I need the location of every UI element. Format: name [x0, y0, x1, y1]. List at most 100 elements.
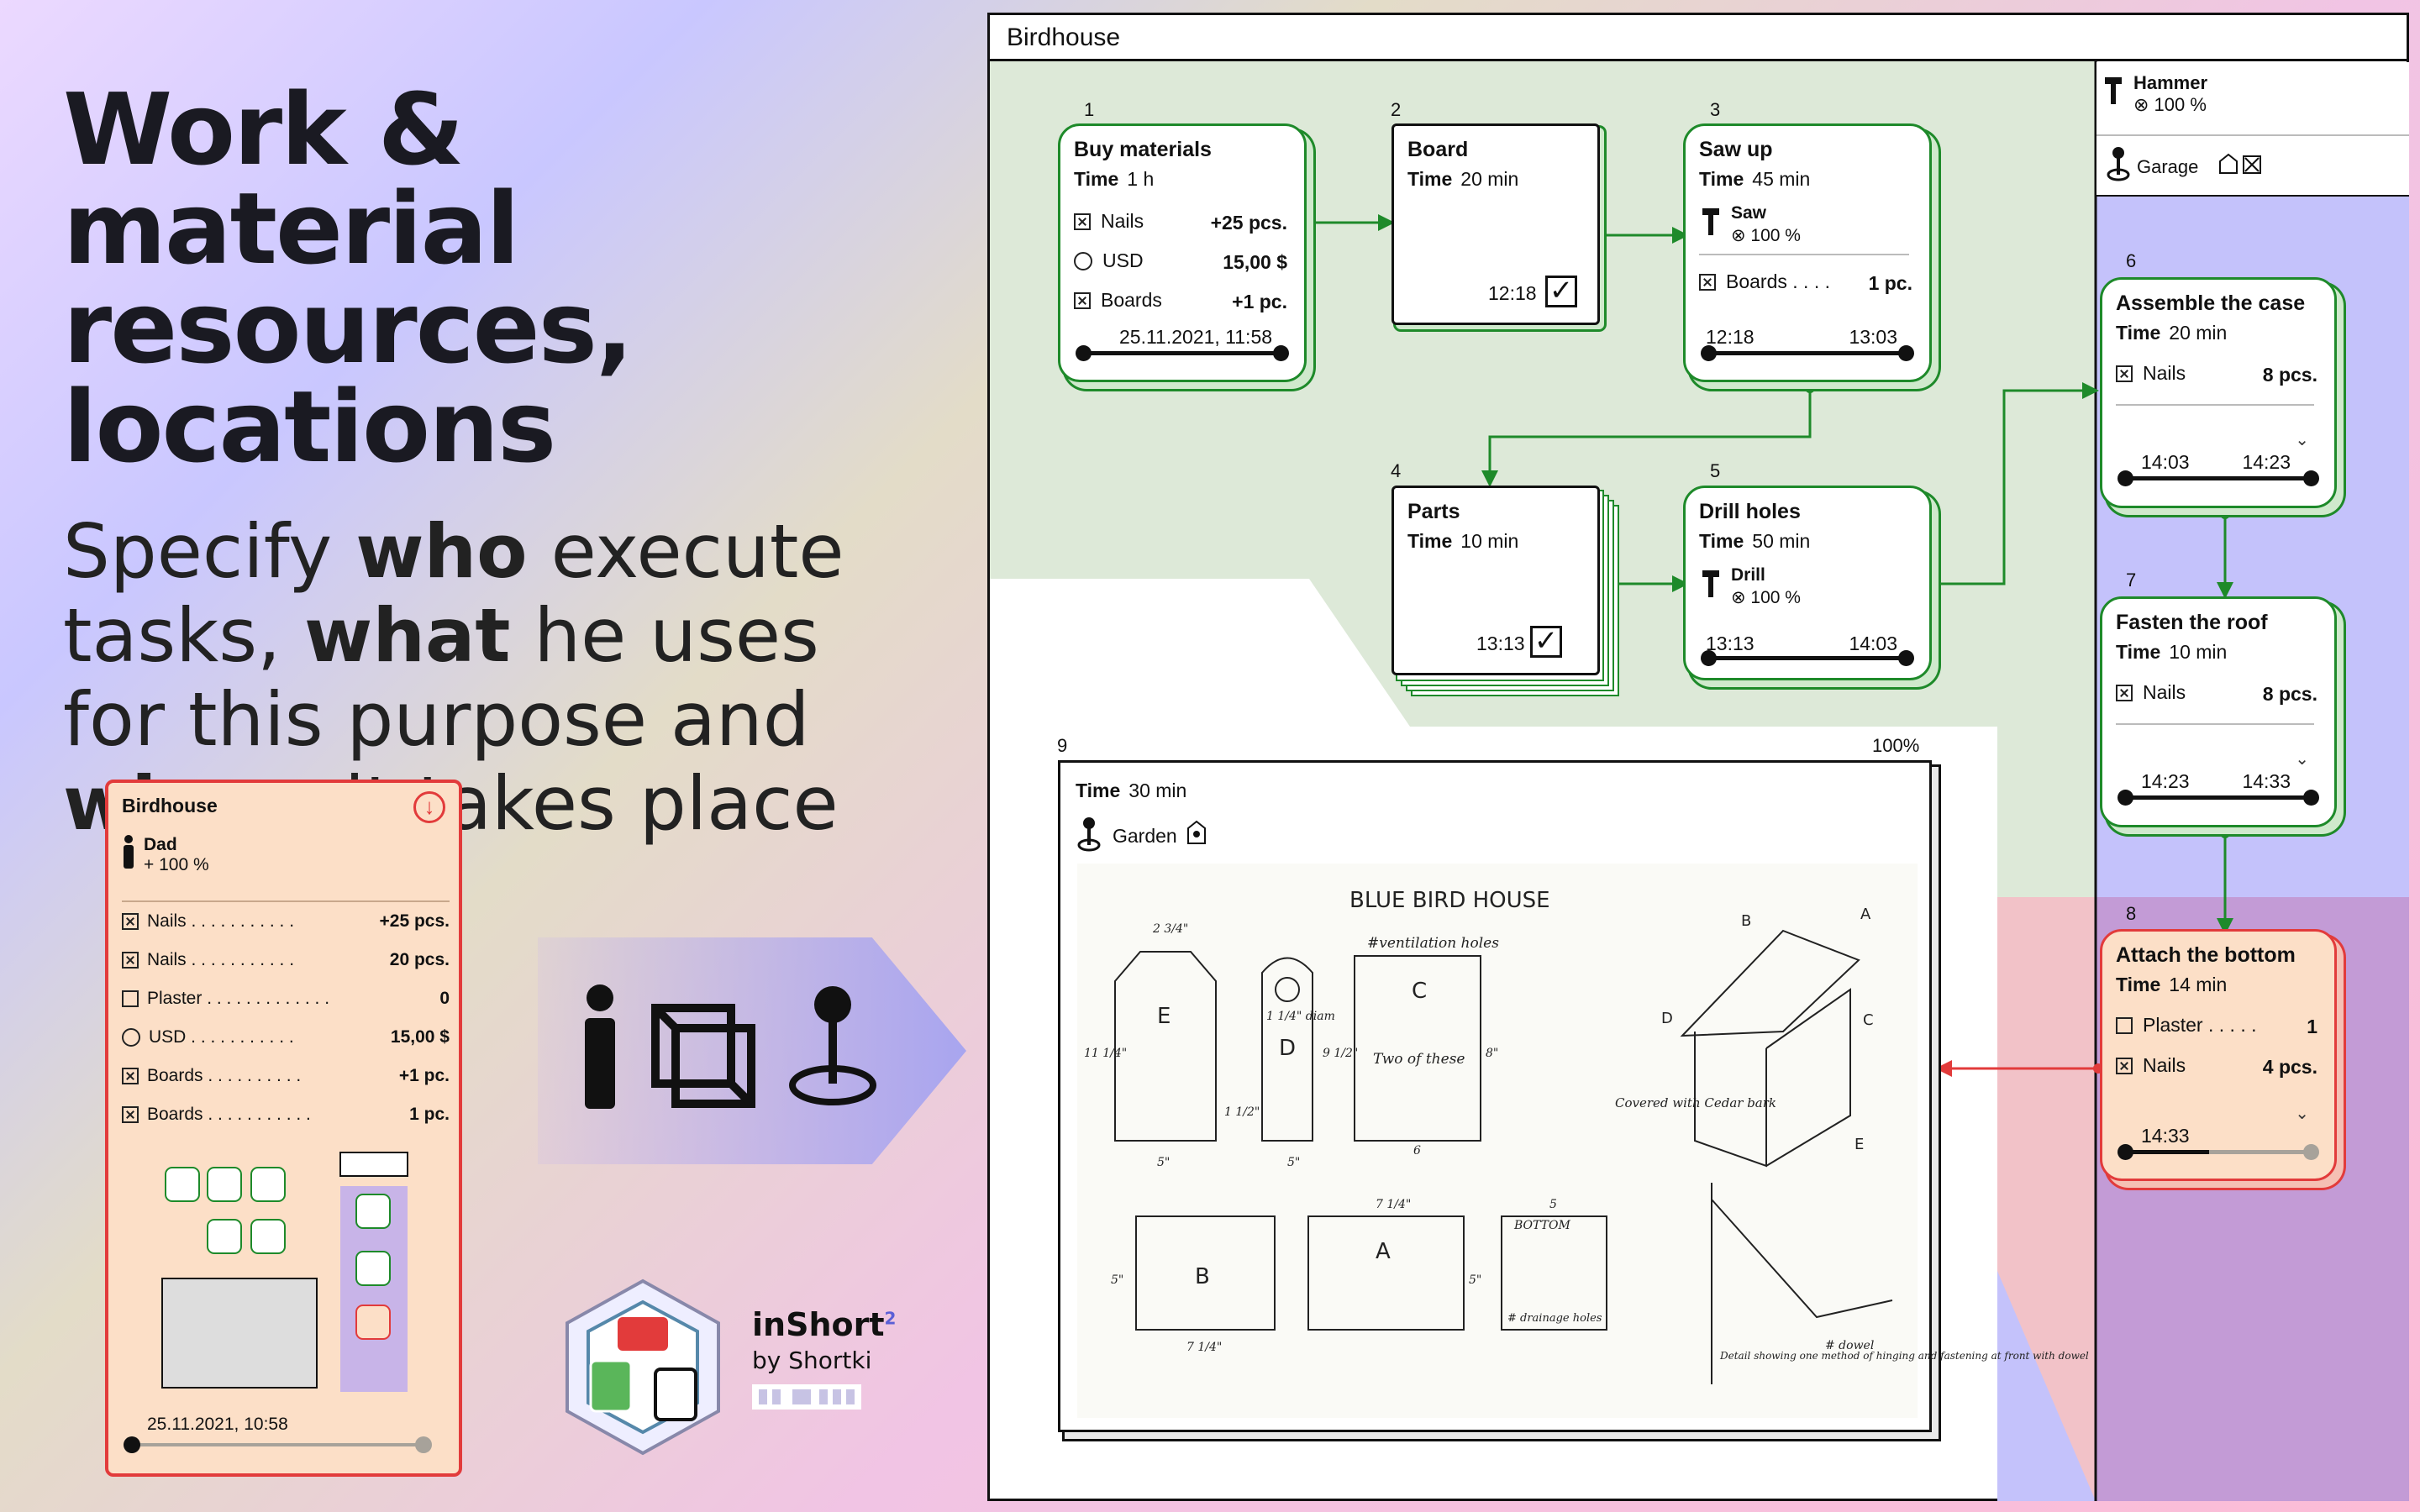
drawing-dimension: 5": [1287, 1156, 1300, 1169]
drawing-label: A: [1860, 906, 1871, 923]
box-x-icon: [122, 1068, 139, 1084]
task-start: 13:13: [1706, 633, 1754, 654]
location-pin-icon: [789, 986, 876, 1105]
coin-icon: [1074, 251, 1092, 270]
task-title: Buy materials: [1074, 138, 1212, 161]
resource-row: Plaster . . . . .: [2116, 1014, 2256, 1037]
mini-date: 25.11.2021, 10:58: [147, 1415, 288, 1434]
task-title: Assemble the case: [2116, 291, 2306, 315]
timeline-bar[interactable]: [1076, 345, 1289, 361]
resource-value: 4 pcs.: [2262, 1056, 2317, 1078]
drawing-dimension: 6: [1413, 1144, 1421, 1158]
drawing-label: C: [1863, 1011, 1874, 1029]
timeline-bar[interactable]: [2118, 1144, 2319, 1160]
task-number: 6: [2126, 250, 2137, 271]
hammer-icon: [2105, 77, 2122, 104]
hero-title: Work & material resources, locations: [63, 71, 634, 485]
tool-name: Drill: [1731, 565, 1765, 585]
task-title: Saw up: [1699, 138, 1773, 161]
hero-text: Work & material resources, locations Spe…: [63, 80, 945, 846]
drawing-dimension: 5": [1469, 1273, 1481, 1287]
mini-assignee: Dad+ 100 %: [122, 835, 209, 875]
download-icon[interactable]: ↓: [413, 791, 445, 823]
list-item: Nails . . . . . . . . . . .+25 pcs.: [122, 902, 450, 941]
checkbox-checked-icon[interactable]: ✓: [1530, 626, 1562, 658]
person-icon: [585, 984, 615, 1109]
box-x-icon: [122, 1106, 139, 1123]
mini-resource-list: Nails . . . . . . . . . . .+25 pcs. Nail…: [122, 900, 450, 1134]
task-title: Drill holes: [1699, 500, 1801, 523]
drawing-dimension: 1 1/4" diam: [1266, 1010, 1335, 1023]
divider: [2116, 723, 2314, 725]
coin-icon: [122, 1028, 140, 1047]
task-number: 2: [1391, 99, 1402, 120]
window-title: Birdhouse: [1007, 24, 1121, 51]
mini-project-card[interactable]: Birdhouse ↓ Dad+ 100 % Nails . . . . . .…: [105, 780, 462, 1477]
chevron-down-icon[interactable]: ⌄: [2295, 1105, 2309, 1123]
timeline-bar[interactable]: [1701, 345, 1914, 361]
resource-row: Nails: [2116, 1054, 2186, 1077]
chevron-down-icon[interactable]: ⌄: [2295, 750, 2309, 769]
list-item: USD . . . . . . . . . . .15,00 $: [122, 1018, 450, 1057]
box-x-icon: [1074, 213, 1091, 230]
brand-name: inShort2: [752, 1306, 897, 1343]
drawing-label: E: [1854, 1136, 1864, 1153]
timeline-bar[interactable]: [1701, 650, 1914, 666]
drawing-dimension: 5": [1157, 1156, 1170, 1169]
resource-value: 8 pcs.: [2262, 683, 2317, 705]
drawing-note: Detail showing one method of hinging and…: [1719, 1350, 2089, 1362]
resource-row: Boards: [1074, 289, 1162, 312]
resource-panel[interactable]: Hammer ⊗ 100 % Garage: [2096, 62, 2409, 197]
resource-row: USD: [1074, 249, 1144, 272]
timeline-bar[interactable]: [2118, 470, 2319, 486]
divider: [2096, 134, 2409, 136]
tool-name: Saw: [1731, 203, 1767, 223]
inshort-logo-icon: [566, 1278, 720, 1456]
box-icon: [122, 990, 139, 1007]
drawing-note: # drainage holes: [1507, 1312, 1602, 1325]
drawing-dimension: 7 1/4": [1376, 1198, 1411, 1211]
place-name: Garden: [1113, 825, 1177, 847]
timeline-progress: [2123, 1150, 2209, 1154]
chevron-down-icon[interactable]: ⌄: [2295, 431, 2309, 449]
timeline-bar[interactable]: [2118, 790, 2319, 806]
resource-type-icons: [580, 983, 879, 1109]
checkbox-checked-icon[interactable]: ✓: [1545, 276, 1577, 307]
drawing-label: C: [1412, 979, 1427, 1004]
tool-pct: ⊗ 100 %: [1731, 226, 1801, 245]
task-end: 14:33: [2242, 770, 2291, 792]
task-clock: 13:13: [1476, 633, 1525, 654]
garden-icon: [1187, 820, 1206, 844]
hammer-icon: [1702, 570, 1719, 597]
box-x-icon: [1074, 291, 1091, 309]
list-item: Plaster . . . . . . . . . . . . .0: [122, 979, 450, 1018]
mini-timeline-bar[interactable]: [124, 1436, 432, 1453]
drawing-note: # dowel: [1825, 1339, 1874, 1352]
task-end: 14:23: [2242, 451, 2291, 473]
res-tool-pct: ⊗ 100 %: [2133, 94, 2207, 115]
mini-diagram-thumbnail: [161, 1152, 408, 1392]
divider: [2116, 404, 2314, 406]
drawing-dimension: 2 3/4": [1152, 922, 1188, 936]
hammer-icon: [1702, 208, 1719, 235]
zoom-level[interactable]: 100%: [1872, 735, 1920, 756]
resource-row: Nails: [1074, 210, 1287, 233]
birdhouse-drawing[interactable]: BLUE BIRD HOUSE E D C B A D C E B A #ven…: [1077, 864, 2089, 1418]
task-clock: 12:18: [1488, 282, 1537, 304]
location-pin-icon: [1077, 817, 1101, 852]
list-item: Boards . . . . . . . . . . .1 pc.: [122, 1095, 450, 1134]
resource-row: Nails: [2116, 362, 2186, 385]
